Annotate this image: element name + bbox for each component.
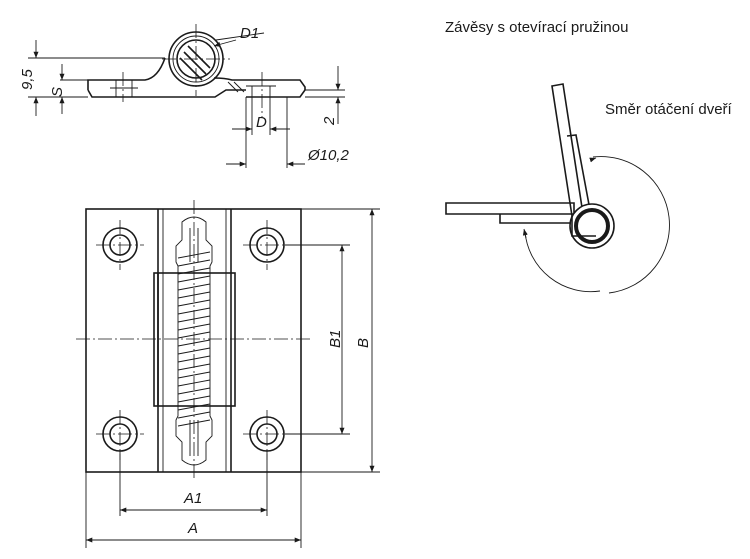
rotation-label: Směr otáčení dveří	[605, 101, 733, 118]
side-dimensions	[28, 32, 345, 168]
label-d: D	[256, 114, 267, 131]
front-view	[76, 200, 312, 480]
label-b1: B1	[327, 330, 344, 348]
label-d1: D1	[240, 25, 259, 42]
title: Závěsy s otevírací pružinou	[445, 19, 628, 36]
label-b: B	[355, 338, 372, 348]
label-a1: A1	[183, 490, 202, 507]
label-s: S	[49, 87, 66, 97]
label-2: 2	[321, 116, 338, 126]
hinge-schematic	[445, 83, 670, 294]
screw-holes	[102, 227, 285, 452]
label-a: A	[187, 520, 198, 537]
label-9-5: 9,5	[19, 68, 36, 90]
label-dia-10-2: Ø10,2	[307, 147, 350, 164]
side-view	[87, 24, 306, 118]
front-dimensions	[85, 208, 380, 548]
